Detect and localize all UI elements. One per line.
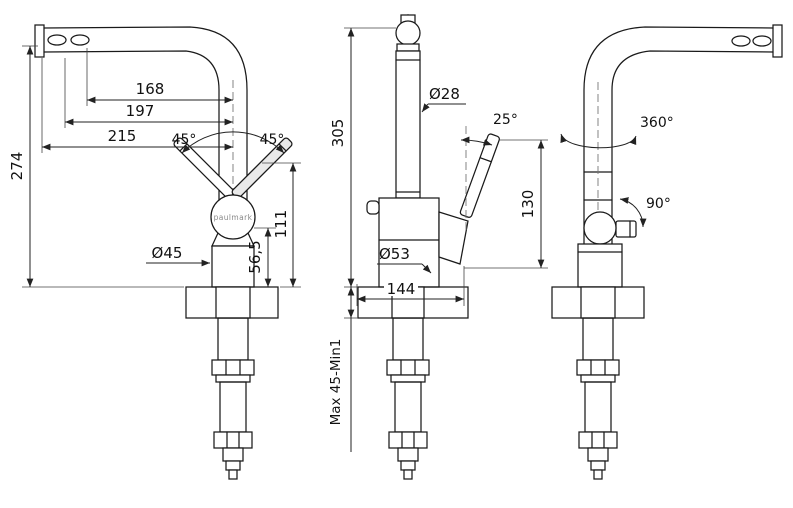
spout-column xyxy=(395,50,421,199)
handle-side xyxy=(583,211,637,245)
dia-label-28: Ø28 xyxy=(429,85,460,103)
aerator-detail-icon xyxy=(731,35,751,47)
dim-label-130: 130 xyxy=(519,190,537,219)
brand-label: paulmark xyxy=(214,213,253,222)
hose-hex-fitting xyxy=(578,431,618,449)
lever-angle-arc xyxy=(460,136,493,146)
spout-inner-edge xyxy=(611,50,774,245)
collar xyxy=(580,374,616,383)
braided-hose xyxy=(394,381,422,433)
spout-end-cap xyxy=(772,24,783,58)
dia-label-45: Ø45 xyxy=(152,244,183,262)
hex-nut xyxy=(386,359,430,376)
collar xyxy=(215,374,251,383)
hose-tail xyxy=(397,447,419,462)
dim-label-305: 305 xyxy=(329,119,347,148)
aerator-detail-icon xyxy=(70,34,90,46)
mounting-deck-right xyxy=(551,286,645,319)
shank-and-hose-front xyxy=(386,317,430,480)
dia-label-53: Ø53 xyxy=(379,245,410,263)
hose-tail xyxy=(222,447,244,462)
front-view: 305 Ø28 25° 130 Ø53 144 Max 45-Min1 xyxy=(328,14,548,480)
handle-lever xyxy=(459,133,500,218)
handle-lever-end xyxy=(615,220,637,238)
dim-label-144: 144 xyxy=(387,280,416,298)
dim-label-56-5: 56,5 xyxy=(246,240,264,273)
dim-label-111: 111 xyxy=(272,210,290,239)
spout-outline xyxy=(583,24,783,245)
collar xyxy=(390,374,426,383)
dimensions-left: 168 197 215 274 45° 45° Ø45 111 56,5 xyxy=(8,45,301,288)
body-right xyxy=(577,243,623,288)
dim-label-168: 168 xyxy=(136,80,165,98)
dim-label-215: 215 xyxy=(108,127,137,145)
spout-collar xyxy=(396,43,420,52)
dim-label-274: 274 xyxy=(8,152,26,181)
spout-front xyxy=(395,14,421,199)
hose-hex-fitting xyxy=(213,431,253,449)
threaded-shank xyxy=(392,317,424,361)
spout-outer-edge xyxy=(43,26,248,201)
angle-label-360: 360° xyxy=(640,115,674,131)
spout-outer-edge xyxy=(583,26,774,245)
hex-nut xyxy=(576,359,620,376)
spout-outline xyxy=(34,24,248,201)
spout-tube-end xyxy=(395,20,421,46)
shank-through-deck xyxy=(580,286,616,319)
handle-boss xyxy=(583,211,617,245)
hose-hex-fitting xyxy=(388,431,428,449)
angle-label-25: 25° xyxy=(493,112,518,128)
shank-through-deck xyxy=(215,286,251,319)
hose-tail xyxy=(587,447,609,462)
handle-front xyxy=(438,133,500,265)
body-front xyxy=(366,197,440,288)
swivel-rotation-arrow xyxy=(560,133,637,149)
shank-and-hose-left xyxy=(211,317,255,480)
spout-end-cap xyxy=(34,24,45,58)
left-view: paulmark xyxy=(8,24,301,480)
handle-rotation-arc xyxy=(619,197,647,228)
hex-nut xyxy=(211,359,255,376)
annotations-right: 360° 90° xyxy=(560,115,674,228)
threaded-shank xyxy=(217,317,249,361)
mount-range-label: Max 45-Min1 xyxy=(328,339,344,426)
spout-inner-edge xyxy=(43,50,220,201)
aerator-detail-icon xyxy=(752,35,772,47)
handle-base xyxy=(438,211,469,265)
angle-label-90: 90° xyxy=(646,196,671,212)
dimensions-front: 305 Ø28 25° 130 Ø53 144 Max 45-Min1 xyxy=(328,27,548,452)
aerator-detail-icon xyxy=(47,34,67,46)
ball-joint xyxy=(210,194,256,240)
handle-angle-arc xyxy=(181,131,285,154)
angle-label-45-right: 45° xyxy=(260,132,285,148)
braided-hose xyxy=(219,381,247,433)
angle-label-45-left: 45° xyxy=(172,132,197,148)
braided-hose xyxy=(584,381,612,433)
side-tab xyxy=(366,200,380,215)
threaded-shank xyxy=(582,317,614,361)
mounting-deck-left xyxy=(185,286,279,319)
shank-and-hose-right xyxy=(576,317,620,480)
right-view: 360° 90° xyxy=(551,24,783,480)
dim-label-197: 197 xyxy=(126,102,155,120)
